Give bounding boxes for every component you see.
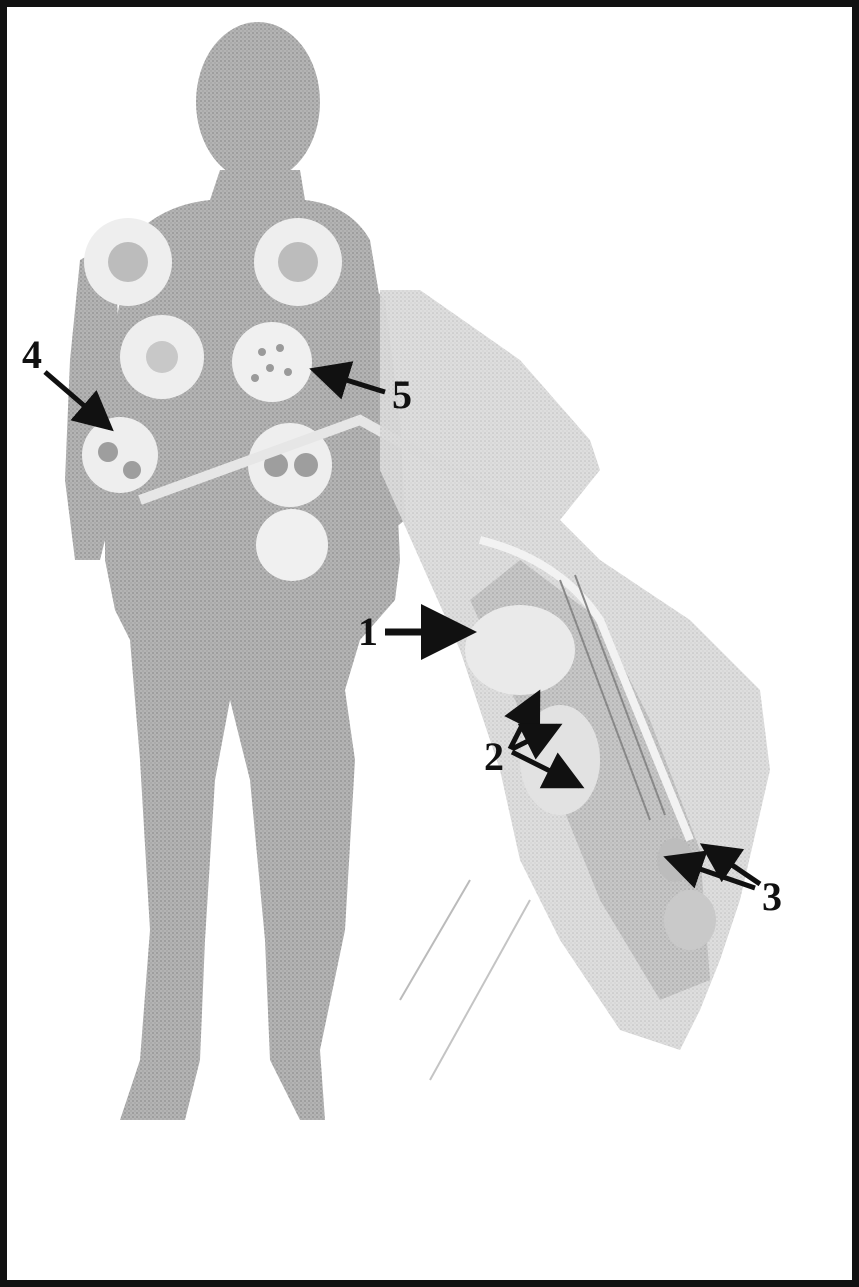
callout-1: 1 — [358, 609, 378, 654]
organ-detail-panel — [380, 290, 770, 1080]
callout-4: 4 — [22, 332, 42, 377]
callout-2: 2 — [484, 734, 504, 779]
callout-5: 5 — [392, 372, 412, 417]
callout-3: 3 — [762, 874, 782, 919]
